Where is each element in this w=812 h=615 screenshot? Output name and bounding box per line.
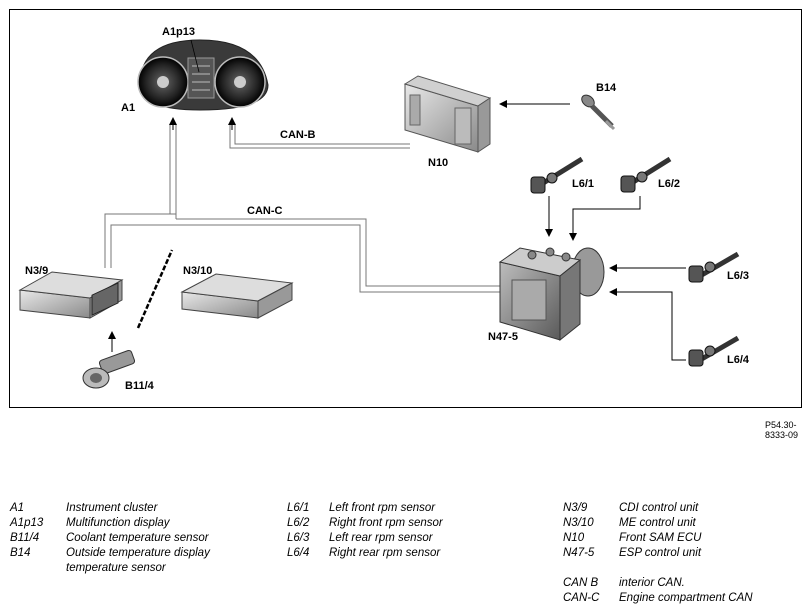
legend-desc: Left rear rpm sensor — [329, 532, 433, 544]
label-n47-5: N47-5 — [488, 331, 518, 343]
label-b11-4: B11/4 — [125, 380, 155, 392]
legend-desc: Outside temperature display — [66, 547, 210, 559]
label-a1p13: A1p13 — [162, 26, 195, 38]
label-can-c: CAN-C — [247, 205, 282, 217]
label-l6-2: L6/2 — [658, 178, 680, 190]
l6-2-arrow — [569, 196, 641, 241]
label-l6-3: L6/3 — [727, 270, 749, 282]
system-diagram: A1p13 A1 CAN-B N10 B14 CAN-C L6/1 L6/2 N… — [9, 9, 802, 408]
figure-reference: P54.30-8333-09 — [765, 420, 799, 440]
legend-item: CAN B interior CAN. — [563, 576, 803, 591]
legend-col-3: N3/9 CDI control unit N3/10 ME control uni… — [563, 501, 803, 606]
legend-item: CAN-C Engine compartment CAN — [563, 591, 803, 606]
legend-desc: Left front rpm sensor — [329, 502, 436, 514]
front-sam-module — [403, 75, 492, 153]
legend-code: L6/4 — [287, 547, 310, 559]
label-n3-9: N3/9 — [25, 265, 48, 277]
legend-desc: interior CAN. — [619, 577, 685, 589]
esp-control-unit — [498, 247, 605, 342]
legend-desc: Engine compartment CAN — [619, 592, 753, 604]
legend-col-1: A1 Instrument cluster A1p13 Multifunction … — [10, 501, 280, 576]
legend-item: A1 Instrument cluster — [10, 501, 280, 516]
legend-code: CAN-C — [563, 592, 600, 604]
l6-4-arrow — [609, 288, 686, 361]
legend-desc: Right front rpm sensor — [329, 517, 443, 529]
legend-item: A1p13 Multifunction display — [10, 516, 280, 531]
legend-desc: Multifunction display — [66, 517, 170, 529]
legend-desc: Front SAM ECU — [619, 532, 702, 544]
legend-code: A1p13 — [10, 517, 44, 529]
can-b-line — [229, 125, 410, 149]
legend-desc: Coolant temperature sensor — [66, 532, 209, 544]
legend-desc: ME control unit — [619, 517, 696, 529]
legend-item: N3/10 ME control unit — [563, 516, 803, 531]
instrument-cluster — [137, 39, 269, 111]
alternative-divider — [136, 249, 174, 329]
legend-code: L6/1 — [287, 502, 310, 514]
label-l6-4: L6/4 — [727, 354, 750, 366]
legend-code: B11/4 — [10, 532, 40, 544]
legend-code: B14 — [10, 547, 31, 559]
label-l6-1: L6/1 — [572, 178, 594, 190]
legend-code: N3/10 — [563, 517, 594, 529]
right-rear-rpm-sensor — [688, 335, 740, 367]
legend-item: N10 Front SAM ECU — [563, 531, 803, 546]
me-control-unit — [180, 273, 294, 319]
right-front-rpm-sensor — [620, 156, 672, 193]
can-c-line — [104, 125, 500, 293]
left-rear-rpm-sensor — [688, 251, 740, 283]
legend-code: N10 — [563, 532, 585, 544]
left-front-rpm-sensor — [530, 156, 584, 194]
legend-item: N3/9 CDI control unit — [563, 501, 803, 516]
legend-code: CAN B — [563, 577, 599, 589]
label-n3-10: N3/10 — [183, 265, 212, 277]
label-a1: A1 — [121, 102, 135, 114]
legend-code: L6/2 — [287, 517, 310, 529]
legend-desc: ESP control unit — [619, 547, 702, 559]
legend-code: A1 — [10, 502, 25, 514]
legend-desc: CDI control unit — [619, 502, 699, 514]
legend-col-2: L6/1 Left front rpm sensor L6/2 Right fron… — [287, 501, 557, 561]
legend-item: L6/3 Left rear rpm sensor — [287, 531, 557, 546]
label-n10: N10 — [428, 157, 448, 169]
label-can-b: CAN-B — [280, 129, 315, 141]
legend-desc: Instrument cluster — [66, 502, 158, 514]
legend-code: N3/9 — [563, 502, 588, 514]
legend-item: L6/1 Left front rpm sensor — [287, 501, 557, 516]
outside-temp-sensor — [581, 94, 616, 131]
legend-item: B11/4 Coolant temperature sensor — [10, 531, 280, 546]
coolant-temp-sensor — [82, 349, 136, 389]
a1p13-leader — [190, 39, 200, 73]
legend-item: B14 Outside temperature display — [10, 546, 280, 561]
legend-item: L6/4 Right rear rpm sensor — [287, 546, 557, 561]
legend-code: N47-5 — [563, 547, 595, 559]
label-b14: B14 — [596, 82, 617, 94]
legend-item: N47-5 ESP control unit — [563, 546, 803, 561]
legend-code: L6/3 — [287, 532, 310, 544]
legend-item: L6/2 Right front rpm sensor — [287, 516, 557, 531]
cdi-control-unit — [18, 271, 124, 319]
diagram-frame — [9, 9, 802, 408]
legend-desc: Right rear rpm sensor — [329, 547, 441, 559]
legend-desc-cont: temperature sensor — [66, 562, 166, 574]
legend-item: temperature sensor — [10, 561, 280, 576]
